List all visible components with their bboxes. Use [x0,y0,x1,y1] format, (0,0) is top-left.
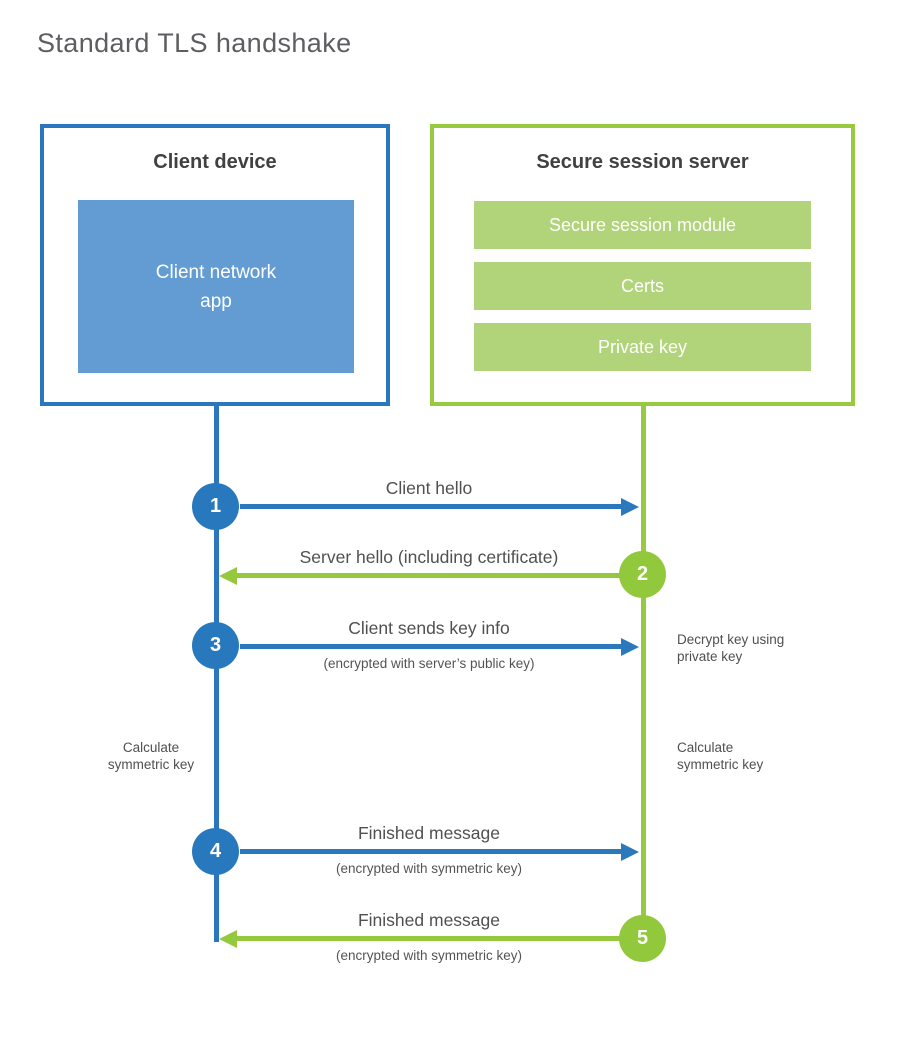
step-3-badge: 3 [192,622,239,669]
secure-session-server-title: Secure session server [536,151,749,173]
client-network-app-block: Client network app [78,200,354,373]
page-title: Standard TLS handshake [37,28,352,58]
step-1-badge: 1 [192,483,239,530]
label-finished-client-sub: (encrypted with symmetric key) [335,861,523,876]
client-device-box: Client device Client network app [40,124,390,406]
label-finished-client: Finished message [357,823,501,843]
step-5-badge: 5 [619,915,666,962]
arrow-finished-client [240,849,621,854]
arrow-client-key-info [240,644,621,649]
note-calculate-symmetric-key-client: Calculate symmetric key [107,740,195,772]
step-2-badge: 2 [619,551,666,598]
note-calculate-symmetric-key-server: Calculate symmetric key [677,740,764,772]
label-client-key-info: Client sends key info [348,618,510,638]
server-module-private-key: Private key [474,323,811,371]
arrow-server-hello [237,573,621,578]
server-module-certs: Certs [474,262,811,310]
server-module-secure-session-module: Secure session module [474,201,811,249]
secure-session-server-box: Secure session server Secure session mod… [430,124,855,406]
client-device-title: Client device [153,151,277,173]
label-client-hello: Client hello [385,478,473,498]
client-lifeline [214,406,219,942]
note-decrypt-key: Decrypt key using private key [677,632,785,664]
label-client-key-info-sub: (encrypted with server’s public key) [323,656,535,671]
label-finished-server-sub: (encrypted with symmetric key) [335,948,523,963]
arrow-client-hello [240,504,621,509]
arrow-finished-server [237,936,621,941]
label-server-hello: Server hello (including certificate) [299,547,559,567]
step-4-badge: 4 [192,828,239,875]
label-finished-server: Finished message [357,910,501,930]
server-lifeline [641,406,646,939]
